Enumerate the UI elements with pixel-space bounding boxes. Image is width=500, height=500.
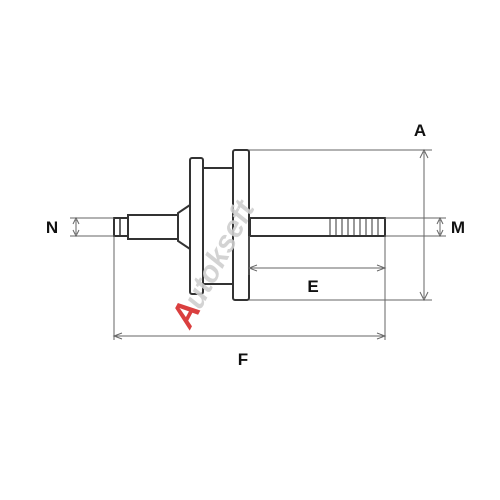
label-e: E [307,277,318,296]
output-shaft [249,217,386,237]
shaft-tip [113,217,129,237]
label-m: M [451,218,465,237]
shaft-splines [329,218,379,236]
input-shaft [127,214,179,240]
label-f: F [238,350,248,369]
hub [177,203,191,251]
dimension-lines [70,148,446,340]
part-outline [113,149,386,301]
label-n: N [46,218,58,237]
label-a: A [414,121,426,140]
